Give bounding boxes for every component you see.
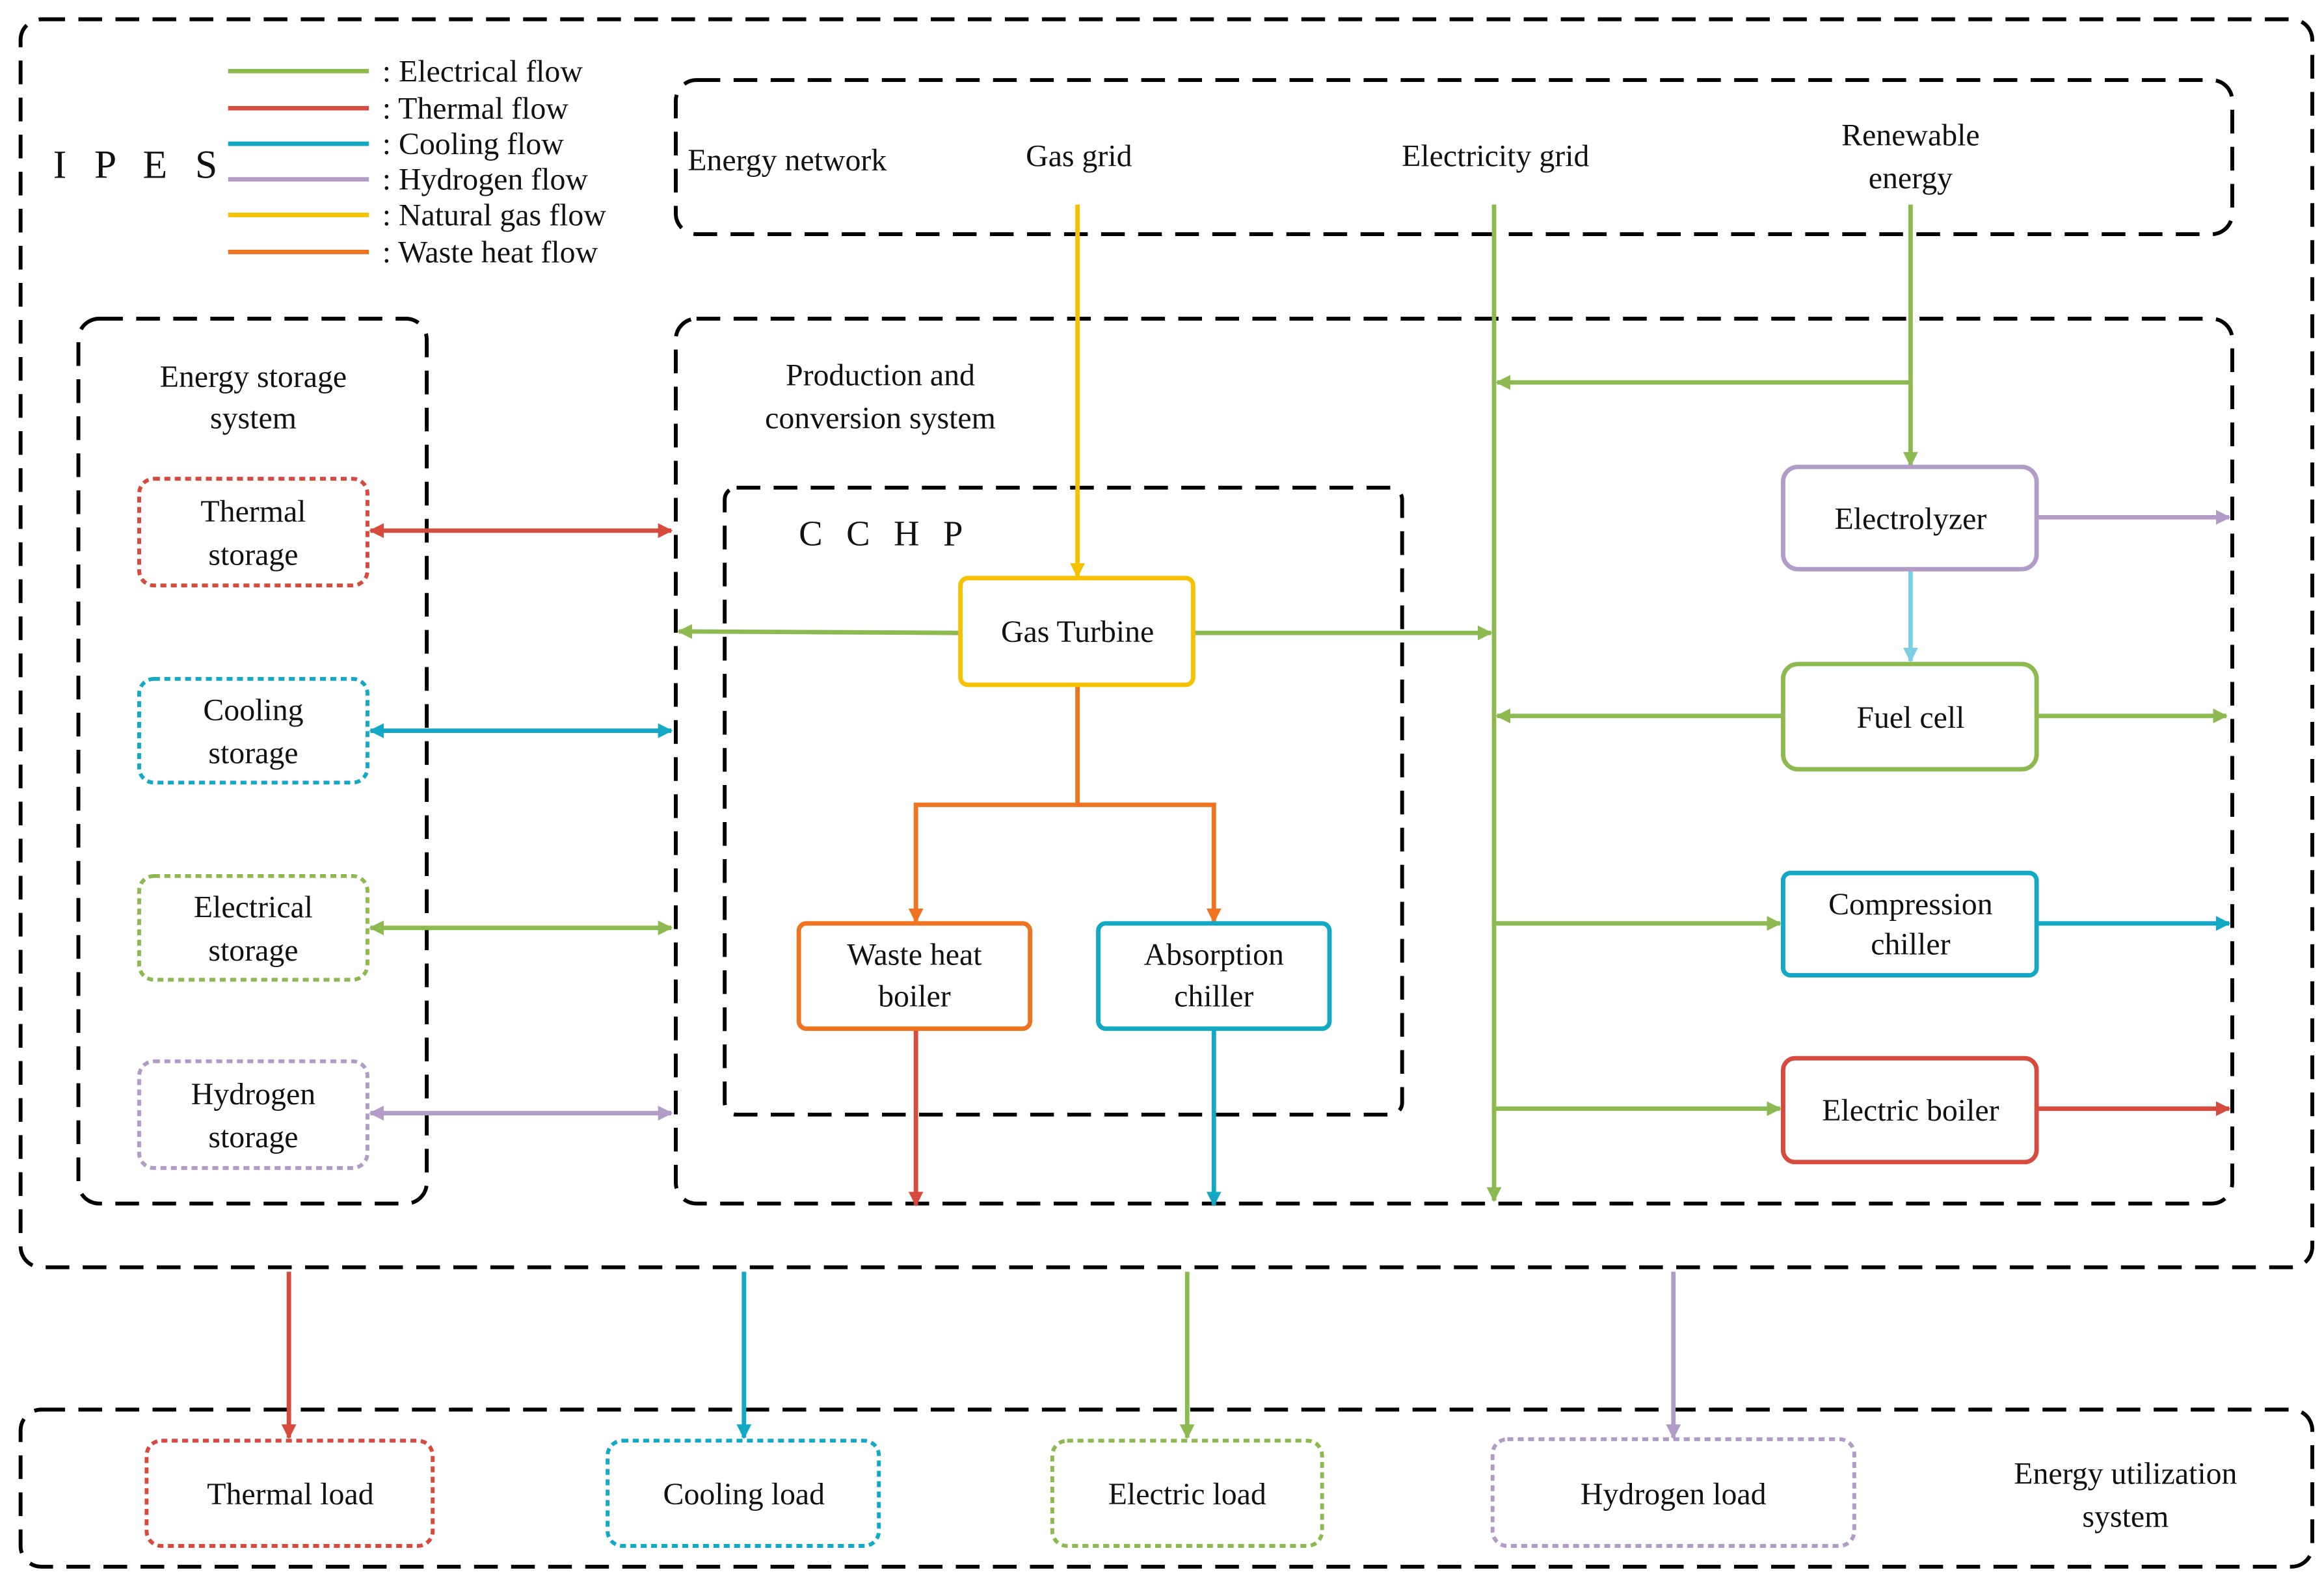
production-label-1: Production and [786,358,975,393]
hydrogen-storage-label-2: storage [208,1120,298,1154]
electric-boiler-label: Electric boiler [1822,1093,1999,1128]
energy-storage-label-1: Energy storage [160,360,347,394]
production-label-2: conversion system [765,401,996,436]
legend-label-electrical: : Electrical flow [382,54,583,88]
compression-chiller-label-1: Compression [1828,887,1993,922]
electric-load-label: Electric load [1108,1477,1266,1511]
thermal-load-label: Thermal load [207,1477,373,1511]
renewable-label-2: energy [1869,161,1953,195]
thermal-storage-box [137,477,369,588]
fuel-cell-box [1780,661,2039,772]
gas-turbine-box [958,576,1195,687]
legend-label-natural-gas: : Natural gas flow [382,198,607,232]
thermal-storage-label-2: storage [208,537,298,572]
cchp-label: C C H P [799,514,970,553]
gas-grid-label: Gas grid [1026,139,1132,173]
cooling-storage-label-1: Cooling [203,693,303,728]
absorption-chiller-label-2: chiller [1174,979,1253,1013]
cooling-storage-box [137,676,369,785]
electrical-storage-label-2: storage [208,933,298,968]
electric-load-box [1050,1439,1324,1548]
ipes-label: I P E S [53,142,226,187]
electrolyzer-label: Electrolyzer [1835,502,1987,537]
ipes-frame [18,17,2314,1270]
renewable-label-1: Renewable [1841,118,1980,152]
electrolyzer-box [1780,464,2039,572]
cooling-storage-label-2: storage [208,736,298,771]
waste-heat-boiler-label-1: Waste heat [847,938,982,972]
hydrogen-storage-box [137,1059,369,1170]
legend-label-hydrogen: : Hydrogen flow [382,163,589,197]
utilization-label-2: system [2082,1499,2169,1534]
flow-turbine-to-left [677,624,961,639]
cchp-frame [723,485,1404,1117]
production-frame [674,317,2234,1206]
hydrogen-load-box [1490,1437,1856,1548]
energy-network-label: Energy network [688,143,887,178]
waste-heat-boiler-box [796,921,1033,1031]
energy-storage-frame [76,317,429,1206]
utilization-label-1: Energy utilization [2014,1456,2237,1491]
utilization-frame [18,1407,2314,1569]
thermal-load-box [144,1439,435,1548]
electricity-grid-label: Electricity grid [1402,139,1589,173]
cooling-load-label: Cooling load [663,1477,825,1511]
fuel-cell-label: Fuel cell [1856,700,1964,735]
thermal-storage-label-1: Thermal [200,494,306,529]
hydrogen-load-label: Hydrogen load [1581,1477,1767,1511]
hydrogen-storage-label-1: Hydrogen [191,1077,315,1111]
flow-waste-heat-trunk [908,684,1080,924]
absorption-chiller-box [1096,921,1332,1031]
legend-label-cooling: : Cooling flow [382,127,565,161]
electrical-storage-label-1: Electrical [194,890,313,925]
compression-chiller-box [1780,870,2039,978]
flow-waste-heat-branch [1077,803,1222,924]
energy-network-frame [674,78,2234,237]
cooling-load-box [606,1439,881,1548]
legend-label-waste-heat: : Waste heat flow [382,235,598,269]
energy-storage-label-2: system [210,401,297,436]
gas-turbine-label: Gas Turbine [1001,615,1154,649]
electric-boiler-box [1780,1056,2039,1165]
absorption-chiller-label-1: Absorption [1144,938,1284,972]
compression-chiller-label-2: chiller [1871,927,1950,962]
legend [228,68,369,254]
legend-label-thermal: : Thermal flow [382,91,569,126]
electrical-storage-box [137,873,369,982]
waste-heat-boiler-label-2: boiler [878,979,951,1013]
